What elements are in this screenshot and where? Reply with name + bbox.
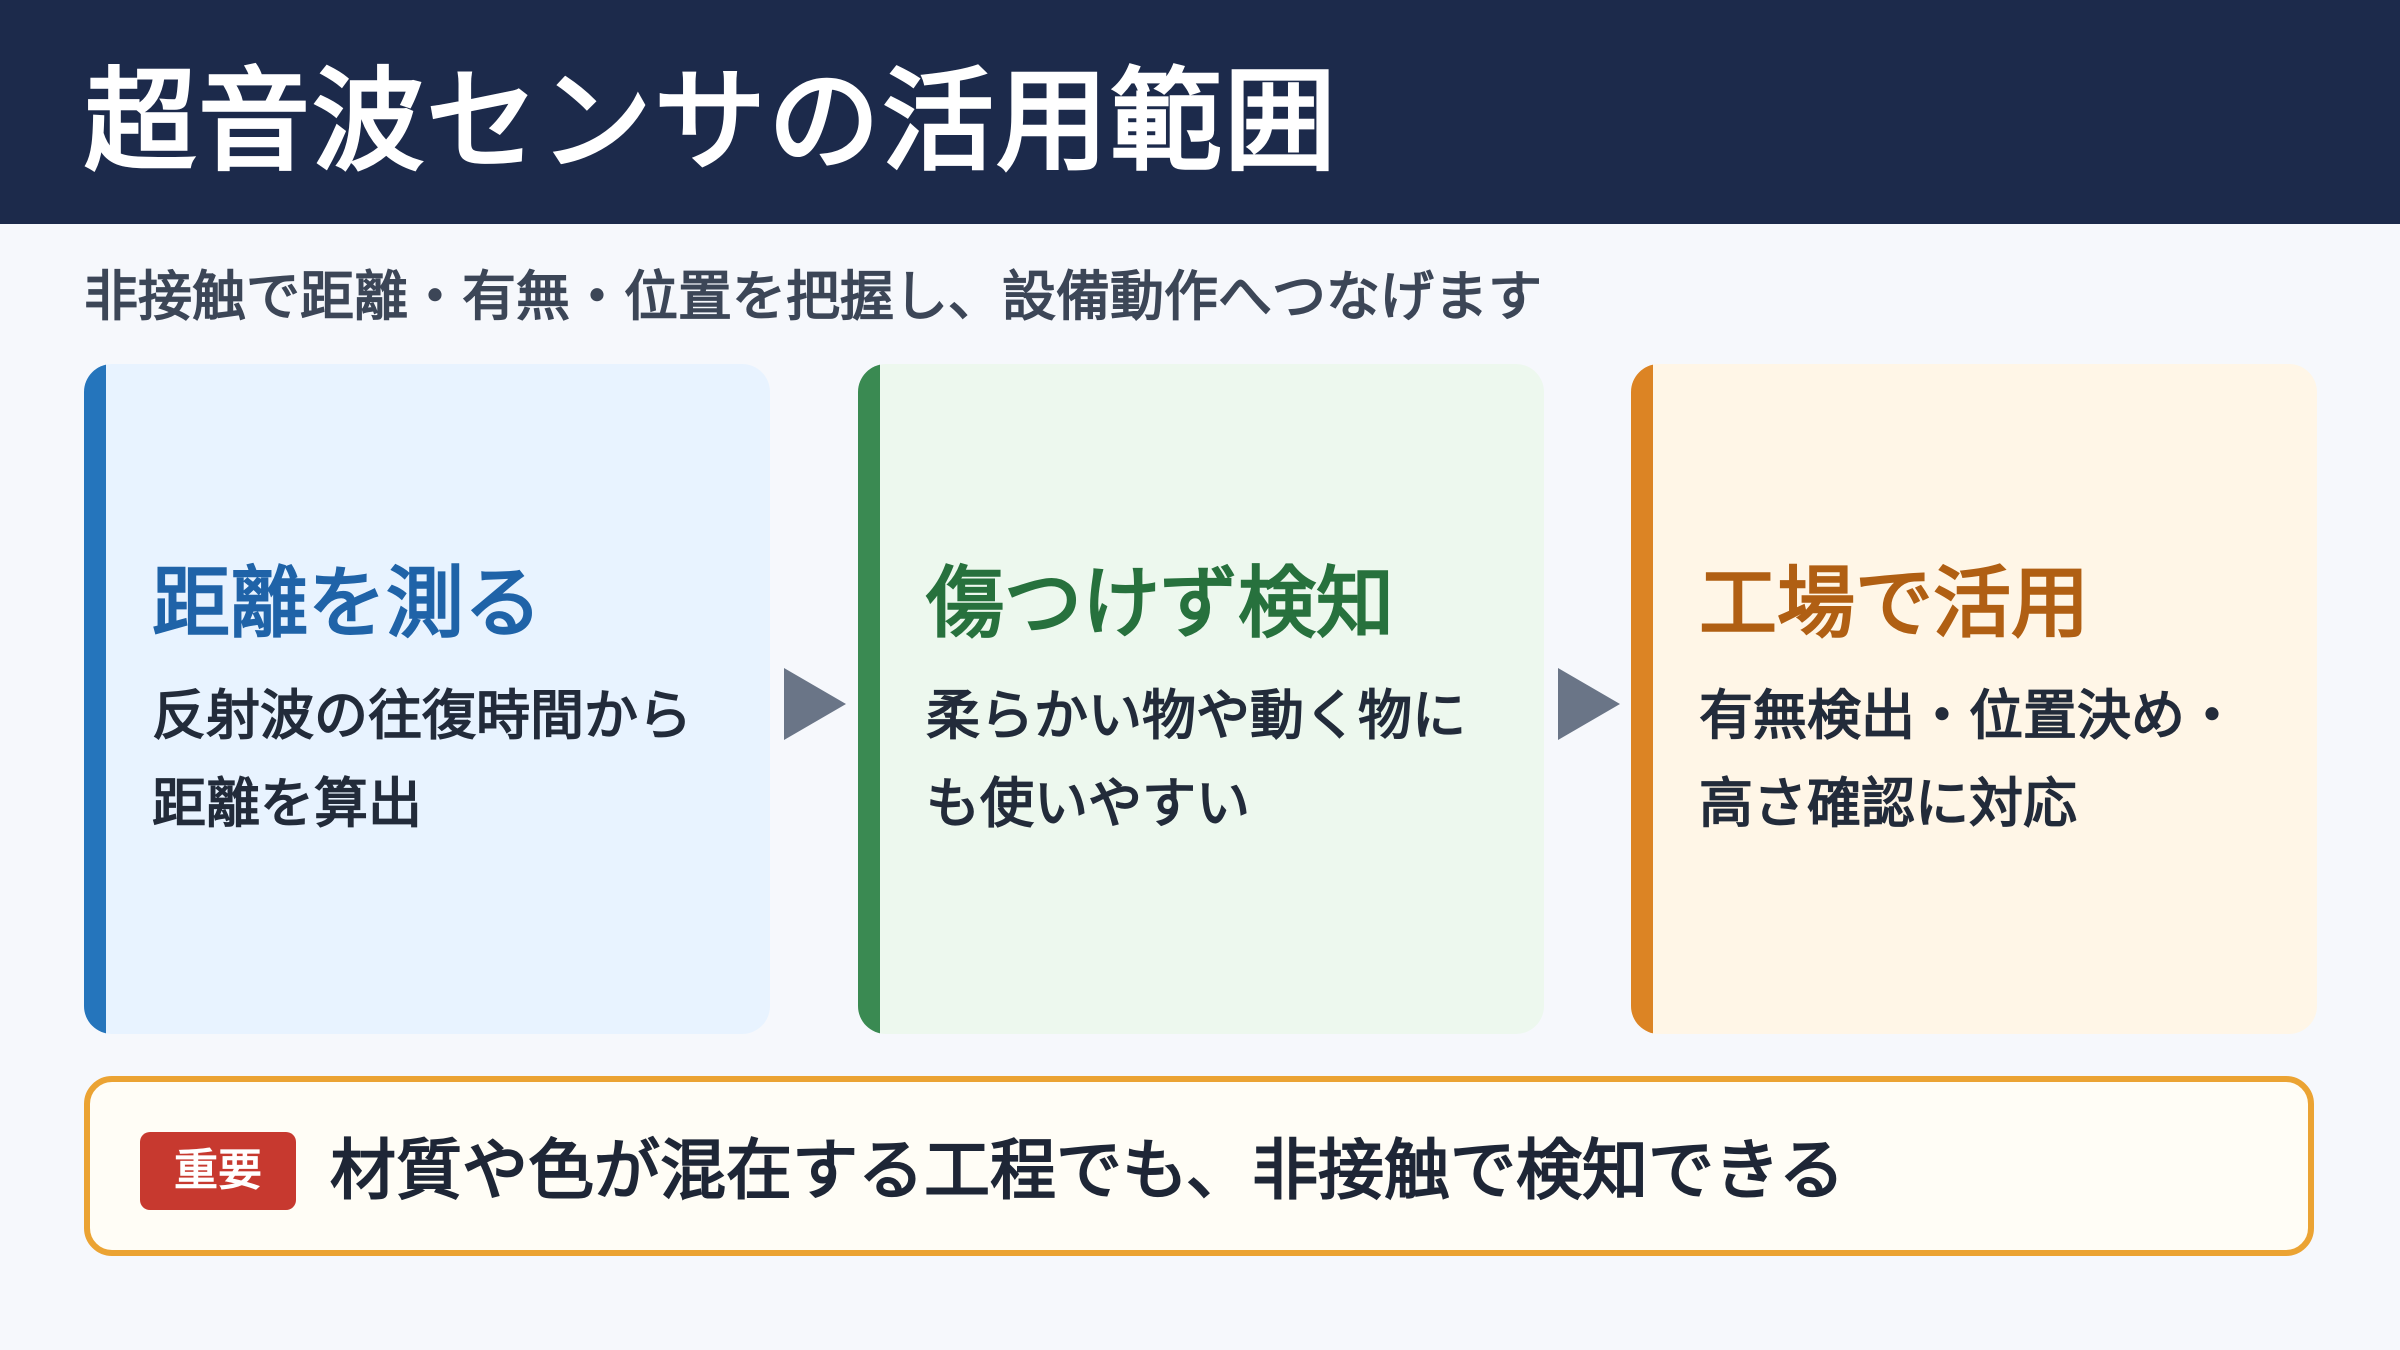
important-badge: 重要 — [140, 1132, 296, 1210]
card-accent-bar — [858, 364, 880, 1034]
card-title: 傷つけず検知 — [926, 559, 1395, 649]
card-body-line: 有無検出・位置決め・ — [1699, 684, 2239, 747]
card-accent-bar — [1631, 364, 1653, 1034]
card-factory-use: 工場で活用 有無検出・位置決め・ 高さ確認に対応 — [1631, 364, 2317, 1034]
slide-title: 超音波センサの活用範囲 — [84, 57, 1338, 187]
callout-text: 材質や色が混在する工程でも、非接触で検知できる — [330, 1132, 1845, 1209]
card-body-line: 距離を算出 — [152, 772, 422, 835]
card-body: 柔らかい物や動く物に も使いやすい — [926, 672, 1526, 848]
card-body: 有無検出・位置決め・ 高さ確認に対応 — [1699, 672, 2299, 848]
card-body-line: も使いやすい — [926, 772, 1250, 835]
arrow-right-icon — [1558, 668, 1620, 740]
card-non-contact: 傷つけず検知 柔らかい物や動く物に も使いやすい — [858, 364, 1544, 1034]
card-body-line: 高さ確認に対応 — [1699, 772, 2077, 835]
card-title: 距離を測る — [152, 559, 543, 649]
card-body-line: 反射波の往復時間から — [152, 684, 692, 747]
important-callout: 重要 材質や色が混在する工程でも、非接触で検知できる — [84, 1076, 2314, 1256]
card-distance: 距離を測る 反射波の往復時間から 距離を算出 — [84, 364, 770, 1034]
card-accent-bar — [84, 364, 106, 1034]
slide-subtitle: 非接触で距離・有無・位置を把握し、設備動作へつなげます — [84, 265, 1542, 328]
card-body: 反射波の往復時間から 距離を算出 — [152, 672, 752, 848]
card-body-line: 柔らかい物や動く物に — [926, 684, 1466, 747]
card-title: 工場で活用 — [1699, 559, 2090, 649]
slide-header: 超音波センサの活用範囲 — [0, 0, 2400, 224]
arrow-right-icon — [784, 668, 846, 740]
